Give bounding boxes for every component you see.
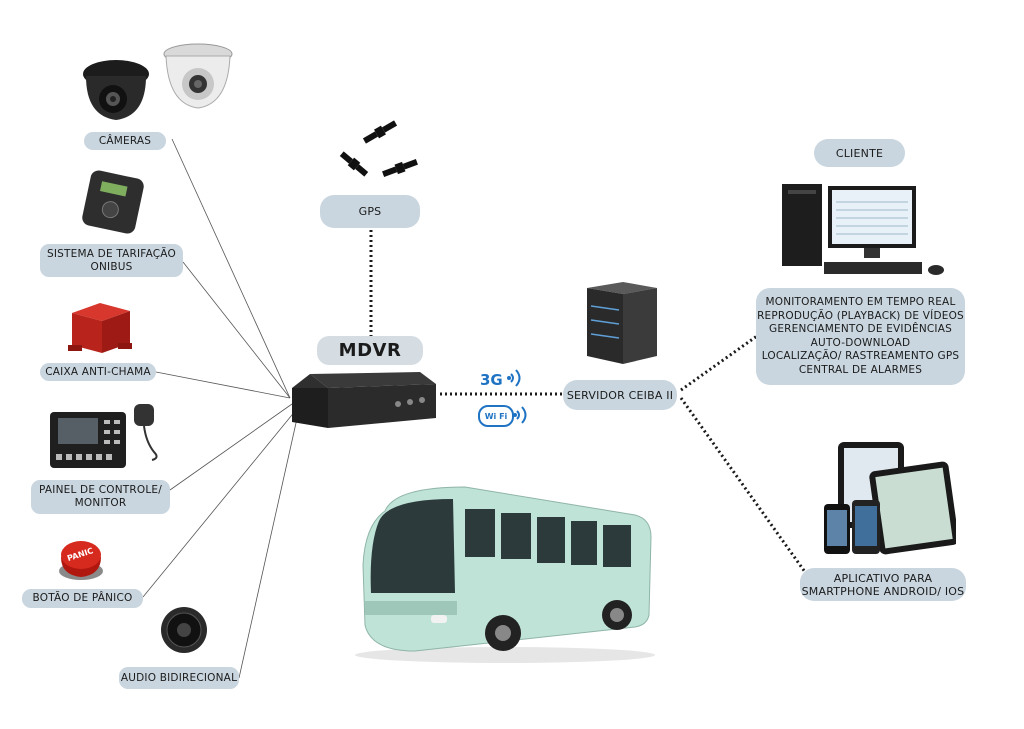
mdvr-label: MDVR: [317, 336, 423, 365]
panic-button-label: BOTÃO DE PÂNICO: [22, 589, 143, 608]
line-control-panel: [169, 403, 293, 491]
feature-item: AUTO-DOWNLOAD: [810, 336, 911, 349]
wifi-text: Wi Fi: [484, 411, 508, 421]
gps-label: GPS: [320, 195, 420, 228]
client-features-panel: MONITORAMENTO EM TEMPO REAL REPRODUÇÃO (…: [756, 288, 965, 385]
server-label: SERVIDOR CEIBA II: [563, 380, 677, 410]
dome-camera-black-icon: [83, 60, 149, 120]
mobile-devices-icon: [824, 442, 956, 555]
fare-terminal-icon: [82, 170, 144, 234]
server-icon: [587, 282, 657, 364]
control-panel-icon: [50, 412, 126, 468]
client-label: CLIENTE: [814, 139, 905, 167]
audio-label: AUDIO BIDIRECIONAL: [119, 667, 239, 689]
line-cameras: [171, 138, 291, 399]
3g-signal-icon: [507, 369, 521, 387]
line-fare-system: [182, 261, 291, 399]
speaker-icon: [161, 607, 207, 653]
bus-illustration: [355, 486, 655, 663]
mdvr-device-icon: [292, 372, 436, 428]
fire-box-label: CAIXA ANTI-CHAMA: [40, 363, 156, 381]
line-server-app: [679, 397, 807, 573]
line-server-client: [680, 334, 758, 392]
line-fire-box: [155, 371, 291, 399]
feature-item: LOCALIZAÇÃO/ RASTREAMENTO GPS: [761, 350, 960, 362]
line-audio: [238, 413, 299, 679]
wifi-signal-icon: [513, 406, 527, 424]
desktop-computer-icon: [782, 184, 944, 275]
feature-item: MONITORAMENTO EM TEMPO REAL: [765, 296, 956, 308]
dome-camera-white-icon: [163, 43, 233, 109]
gps-satellites-icon: [339, 120, 418, 177]
panic-button-icon: PANIC: [59, 541, 103, 580]
fireproof-box-icon: [68, 303, 132, 353]
feature-item: GERENCIAMENTO DE EVIDÊNCIAS: [769, 323, 952, 335]
feature-item: REPRODUÇÃO (PLAYBACK) DE VÍDEOS: [757, 309, 964, 322]
app-label: APLICATIVO PARA SMARTPHONE ANDROID/ IOS: [800, 568, 966, 601]
cameras-label: CÂMERAS: [84, 132, 166, 150]
microphone-icon: [134, 404, 158, 461]
3g-label: 3G: [480, 371, 503, 389]
wifi-logo: Wi Fi: [478, 405, 514, 427]
feature-item: CENTRAL DE ALARMES: [798, 363, 923, 376]
fare-system-label: SISTEMA DE TARIFAÇÃO ONIBUS: [40, 244, 183, 277]
control-panel-label: PAINEL DE CONTROLE/ MONITOR: [31, 480, 170, 514]
line-panic-button: [142, 409, 297, 598]
